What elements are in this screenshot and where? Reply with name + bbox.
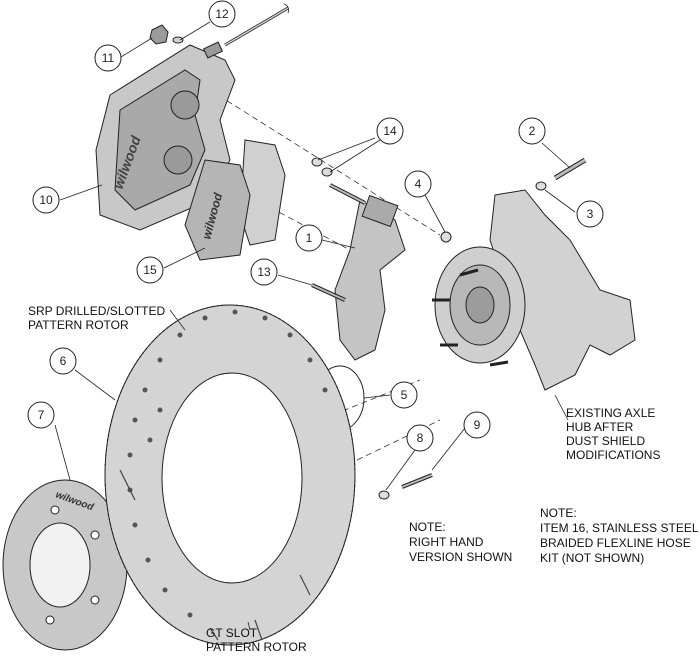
svg-text:GT SLOT: GT SLOT <box>206 626 258 640</box>
svg-text:PATTERN ROTOR: PATTERN ROTOR <box>206 640 307 654</box>
mounting-bracket <box>334 194 406 361</box>
note-right-hand: NOTE: RIGHT HAND VERSION SHOWN <box>409 520 512 564</box>
svg-text:EXISTING AXLE: EXISTING AXLE <box>566 406 655 420</box>
svg-text:PATTERN ROTOR: PATTERN ROTOR <box>28 318 129 332</box>
svg-text:BRAIDED FLEXLINE HOSE: BRAIDED FLEXLINE HOSE <box>540 536 691 550</box>
svg-text:9: 9 <box>474 418 481 432</box>
label-gt-rotor: GT SLOT PATTERN ROTOR <box>206 626 307 654</box>
callout-4: 4 <box>404 170 432 198</box>
svg-text:6: 6 <box>60 354 67 368</box>
label-srp-rotor: SRP DRILLED/SLOTTED PATTERN ROTOR <box>28 304 165 332</box>
callout-9: 9 <box>463 411 491 439</box>
svg-text:KIT (NOT SHOWN): KIT (NOT SHOWN) <box>540 551 644 565</box>
svg-text:SRP DRILLED/SLOTTED: SRP DRILLED/SLOTTED <box>28 304 165 318</box>
callout-12: 12 <box>208 0 236 28</box>
rotor-hat: wilwood <box>2 479 128 651</box>
rotor-slots <box>119 469 311 641</box>
rotor-drill-holes <box>127 309 328 618</box>
bolts <box>311 157 587 302</box>
bleeder-hardware <box>149 3 289 47</box>
svg-text:RIGHT HAND: RIGHT HAND <box>409 535 484 549</box>
brake-pads: wilwood <box>184 139 286 261</box>
callout-6: 6 <box>49 347 77 375</box>
svg-text:2: 2 <box>529 124 536 138</box>
svg-text:13: 13 <box>257 265 271 279</box>
svg-text:12: 12 <box>215 7 229 21</box>
callout-3: 3 <box>576 200 604 228</box>
svg-text:3: 3 <box>587 207 594 221</box>
drilled-slotted-rotor <box>104 304 356 646</box>
callout-15: 15 <box>136 256 164 284</box>
callout-13: 13 <box>250 258 278 286</box>
leader-lines <box>54 21 576 631</box>
svg-text:ITEM 16, STAINLESS STEEL: ITEM 16, STAINLESS STEEL <box>540 521 699 535</box>
callout-1: 1 <box>295 224 323 252</box>
callout-7: 7 <box>27 401 55 429</box>
svg-text:11: 11 <box>102 51 115 65</box>
svg-text:1: 1 <box>306 231 313 245</box>
svg-text:8: 8 <box>417 431 424 445</box>
svg-text:VERSION SHOWN: VERSION SHOWN <box>409 550 512 564</box>
callout-5: 5 <box>390 381 418 409</box>
svg-text:5: 5 <box>401 388 408 402</box>
svg-text:DUST SHIELD: DUST SHIELD <box>566 434 645 448</box>
svg-text:15: 15 <box>143 263 157 277</box>
callout-11: 11 <box>94 44 122 72</box>
svg-text:14: 14 <box>383 124 397 138</box>
svg-text:7: 7 <box>38 408 45 422</box>
callout-8: 8 <box>406 424 434 452</box>
svg-text:HUB AFTER: HUB AFTER <box>566 420 634 434</box>
axle-hub <box>432 246 526 367</box>
svg-text:4: 4 <box>415 177 422 191</box>
callout-2: 2 <box>518 117 546 145</box>
rotor-bolt-hardware <box>378 473 433 500</box>
callout-10: 10 <box>32 186 60 214</box>
callout-14: 14 <box>376 117 404 145</box>
svg-text:NOTE:: NOTE: <box>540 506 577 520</box>
svg-text:MODIFICATIONS: MODIFICATIONS <box>566 448 660 462</box>
svg-text:10: 10 <box>39 193 53 207</box>
svg-text:NOTE:: NOTE: <box>409 520 446 534</box>
label-existing-hub: EXISTING AXLE HUB AFTER DUST SHIELD MODI… <box>566 406 660 462</box>
note-flexline-hose: NOTE: ITEM 16, STAINLESS STEEL BRAIDED F… <box>540 506 699 565</box>
